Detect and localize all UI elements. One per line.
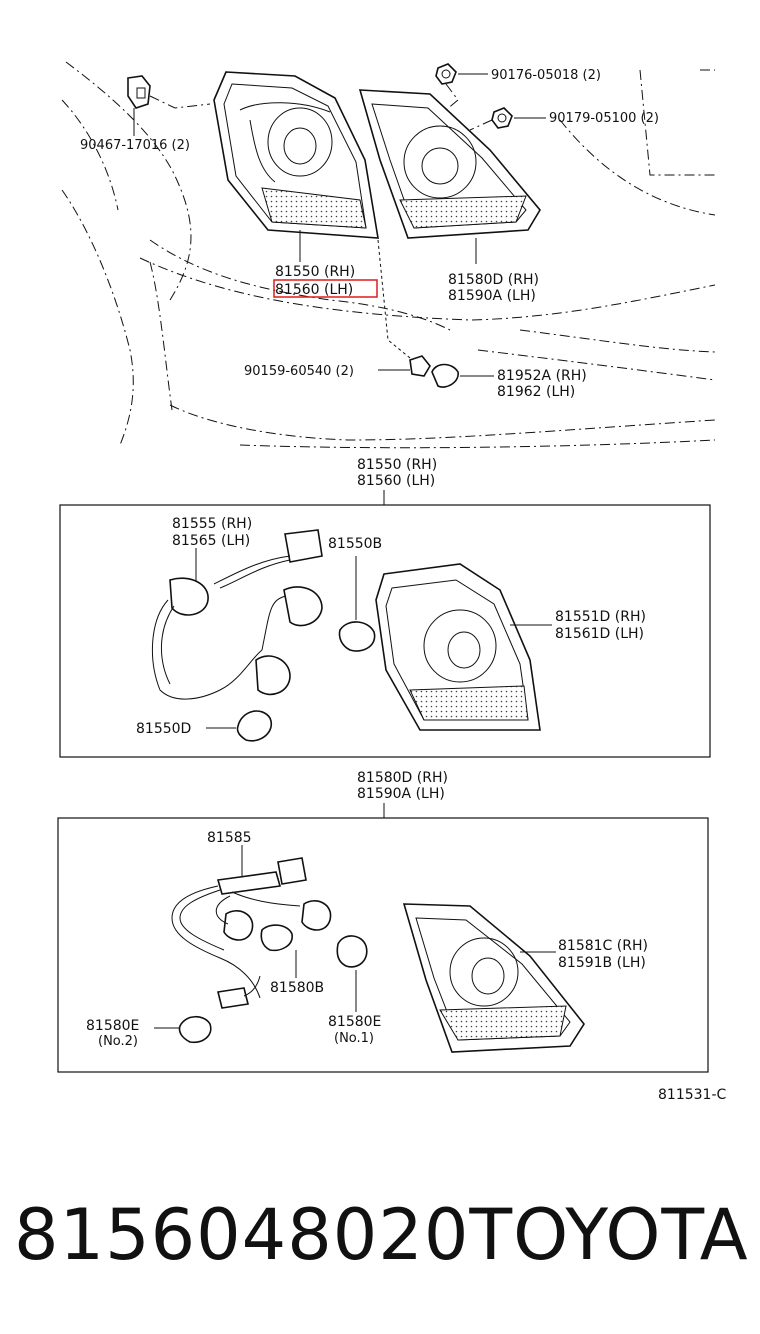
vehicle-body-outline xyxy=(61,61,716,449)
label-81550d: 81550D xyxy=(136,721,191,737)
label-81580e-no1-note: (No.1) xyxy=(334,1031,374,1046)
label-81590a-top: 81590A (LH) xyxy=(448,288,536,304)
group1-box xyxy=(59,504,711,758)
label-81555: 81555 (RH) xyxy=(172,516,252,532)
label-81580e-no2: 81580E xyxy=(86,1018,139,1034)
screw-90159 xyxy=(377,239,431,377)
group2-label-lh: 81590A (LH) xyxy=(357,786,445,802)
bulb-81580e-no2 xyxy=(154,1015,212,1044)
label-81565: 81565 (LH) xyxy=(172,533,250,549)
bulb-81580b xyxy=(260,924,297,978)
label-81585: 81585 xyxy=(207,830,252,846)
label-81580b: 81580B xyxy=(270,980,324,996)
label-81591b: 81591B (LH) xyxy=(558,955,646,971)
group2-label-rh: 81580D (RH) xyxy=(357,770,448,786)
wiring-harness-81585 xyxy=(171,845,332,1009)
nut-90179 xyxy=(469,107,546,131)
label-90176: 90176-05018 (2) xyxy=(491,68,601,83)
group1-label-lh: 81560 (LH) xyxy=(357,473,435,489)
part-number: 8156048020 xyxy=(14,1194,470,1276)
bulb-81550d xyxy=(206,710,273,742)
label-81550b: 81550B xyxy=(328,536,382,552)
label-81561d: 81561D (LH) xyxy=(555,626,644,642)
label-81962: 81962 (LH) xyxy=(497,384,575,400)
label-81551d: 81551D (RH) xyxy=(555,609,646,625)
label-90159: 90159-60540 (2) xyxy=(244,364,354,379)
wiring-harness-81555 xyxy=(151,529,323,700)
highlight-box xyxy=(273,279,378,298)
bulb-81580e-no1 xyxy=(336,935,368,1012)
label-81550-top: 81550 (RH) xyxy=(275,264,355,280)
nut-90176 xyxy=(435,63,488,111)
inner-tail-lamp-top xyxy=(358,89,541,264)
label-81560-top: 81560 (LH) xyxy=(275,282,353,298)
label-81580e-no1: 81580E xyxy=(328,1014,381,1030)
label-81580d-top: 81580D (RH) xyxy=(448,272,539,288)
tail-lamp-81581c xyxy=(402,903,585,1053)
tail-lamp-81551d xyxy=(375,563,552,731)
label-90179: 90179-05100 (2) xyxy=(549,111,659,126)
cover-81952a xyxy=(431,363,494,388)
group1-label-rh: 81550 (RH) xyxy=(357,457,437,473)
outer-tail-lamp-top xyxy=(213,71,379,262)
group2-box xyxy=(57,817,709,1073)
bulb-81550b xyxy=(338,556,376,652)
diagram-code: 811531-C xyxy=(658,1087,726,1100)
label-81580e-no2-note: (No.2) xyxy=(98,1034,138,1049)
brand-name: TOYOTA xyxy=(469,1194,749,1276)
footer: 8156048020 TOYOTA xyxy=(14,1190,749,1280)
label-90467: 90467-17016 (2) xyxy=(80,138,190,153)
parts-diagram: 90467-17016 (2) 90176-05018 (2) 90179-05… xyxy=(57,61,726,1100)
label-81952a: 81952A (RH) xyxy=(497,368,587,384)
label-81581c: 81581C (RH) xyxy=(558,938,648,954)
clip-90467 xyxy=(127,75,211,136)
